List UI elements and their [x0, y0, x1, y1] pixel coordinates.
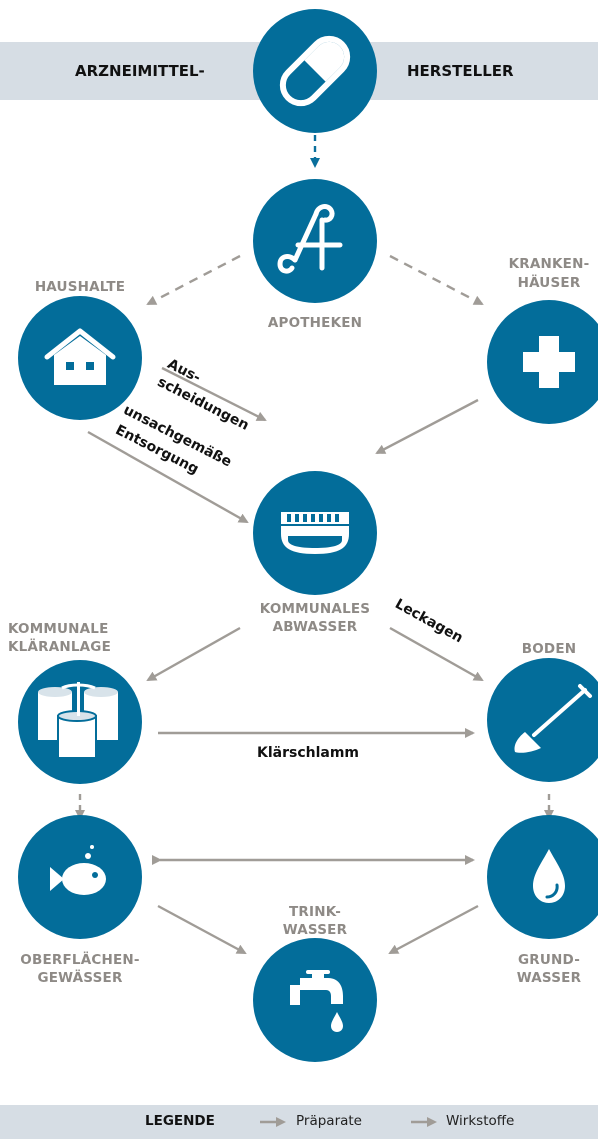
node-drinking-water: [253, 938, 377, 1062]
fish-icon: [50, 845, 106, 895]
label-drinking-1: TRINK-: [288, 904, 342, 920]
legend-item-preparations: Präparate: [296, 1113, 362, 1129]
arrow-pharmacy-hospitals: [389, 254, 484, 306]
label-pharmacy: APOTHEKEN: [267, 315, 363, 331]
node-surface-water: [18, 815, 142, 939]
legend-title: LEGENDE: [145, 1113, 215, 1129]
pill-icon: [279, 35, 351, 107]
cross-icon: [523, 336, 575, 388]
arrow-wastewater-treatment: [146, 626, 241, 682]
node-treatment-plant: [18, 660, 142, 784]
legend-bar: [0, 1105, 598, 1139]
node-households: [18, 296, 142, 420]
flow-sludge: Klärschlamm: [257, 745, 360, 761]
legend-arrow-ingredients-icon: [411, 1117, 437, 1127]
node-pharmacy: [253, 179, 377, 303]
label-households: HAUSHALTE: [34, 279, 126, 295]
arrow-groundwater-drinking: [388, 904, 479, 955]
arrow-surface-drinking: [157, 904, 247, 955]
node-groundwater: [487, 815, 598, 939]
label-hospitals-2: HÄUSER: [517, 275, 581, 291]
arrow-households-wastewater-disposal: [87, 430, 249, 524]
label-drinking-2: WASSER: [282, 922, 348, 938]
drain-icon: [281, 512, 349, 554]
label-treatment-2: KLÄRANLAGE: [8, 639, 112, 655]
arrow-households-wastewater-excretion: [161, 366, 267, 422]
legend-item-ingredients: Wirkstoffe: [446, 1113, 515, 1129]
house-icon: [44, 328, 116, 385]
legend-arrow-preparations-icon: [260, 1117, 286, 1127]
treatment-tanks-icon: [38, 682, 118, 759]
node-wastewater: [253, 471, 377, 595]
node-soil: [487, 658, 598, 782]
pharmacy-a-icon: [277, 204, 343, 274]
label-treatment-1: KOMMUNALE: [8, 621, 109, 637]
shovel-icon: [514, 684, 592, 753]
node-manufacturer: [253, 9, 377, 133]
arrow-hospitals-wastewater: [375, 398, 479, 455]
arrows: [74, 135, 555, 955]
label-wastewater-1: KOMMUNALES: [259, 601, 371, 617]
arrow-pharmacy-households: [146, 254, 241, 306]
arrow-wastewater-soil: [389, 626, 484, 682]
faucet-icon: [290, 970, 343, 1032]
label-groundwater-2: WASSER: [516, 970, 582, 986]
label-surface-1: OBERFLÄCHEN-: [20, 952, 140, 968]
droplet-icon: [533, 849, 565, 903]
label-wastewater-2: ABWASSER: [272, 619, 358, 635]
band-left-label: ARZNEIMITTEL-: [75, 62, 205, 80]
label-surface-2: GEWÄSSER: [37, 970, 123, 986]
label-groundwater-1: GRUND-: [518, 952, 580, 968]
label-soil: BODEN: [521, 641, 577, 657]
band-right-label: HERSTELLER: [407, 62, 514, 80]
node-hospitals: [487, 300, 598, 424]
label-hospitals-1: KRANKEN-: [508, 256, 590, 272]
